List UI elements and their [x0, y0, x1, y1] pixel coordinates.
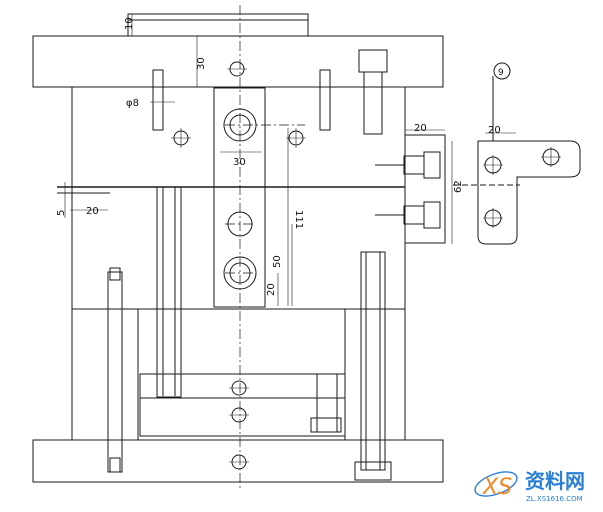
dim-left-5: 5	[56, 210, 67, 216]
guide-pin-right	[360, 251, 386, 471]
dim-phi8: φ8	[126, 98, 139, 109]
spacer-block-right	[344, 308, 406, 441]
locating-ring	[127, 13, 309, 37]
dim-vertical-50: 50	[272, 255, 283, 268]
centerlines	[225, 5, 305, 490]
return-pin	[156, 186, 182, 398]
dim-center-30: 30	[233, 157, 246, 168]
a-plate	[71, 86, 406, 188]
dim-right-62: 62	[453, 180, 464, 193]
dim-vertical-111: 111	[293, 210, 304, 229]
center-insert	[213, 87, 266, 308]
side-screw-2	[403, 205, 425, 225]
dim-top-30: 30	[196, 57, 207, 70]
callout-number: 9	[498, 68, 504, 78]
cap-screw-top	[358, 49, 388, 73]
ejector-screw	[316, 373, 338, 433]
watermark: XS 资料网 ZL.XS1616.COM	[474, 469, 585, 503]
watermark-url: ZL.XS1616.COM	[526, 495, 583, 503]
crosshair-lines	[171, 68, 561, 463]
b-plate	[71, 186, 406, 310]
dim-top-10: 10	[124, 17, 135, 30]
screw-a	[152, 69, 164, 131]
dim-right-20-a: 20	[414, 123, 427, 134]
spacer-block-left	[71, 308, 139, 441]
side-screw-1	[403, 155, 425, 175]
bottom-clamp-plate	[32, 439, 444, 483]
dimension-labels: 10 30 φ8 30 20 20 62 5 20 111 50 20 9	[56, 17, 504, 296]
dim-right-20-b: 20	[488, 125, 501, 136]
dim-vertical-20: 20	[266, 283, 277, 296]
guide-sleeve-left	[107, 271, 123, 473]
watermark-logo-letters: XS	[482, 475, 512, 500]
side-plate	[404, 134, 446, 244]
callout-bubble	[493, 62, 511, 80]
screw-b	[319, 69, 331, 131]
dimension-lines	[64, 14, 516, 306]
detail-view	[453, 62, 581, 245]
ejector-plate	[139, 397, 346, 437]
watermark-site-name: 资料网	[525, 469, 585, 493]
dim-left-20: 20	[86, 206, 99, 217]
crosshair-holes	[173, 61, 304, 470]
